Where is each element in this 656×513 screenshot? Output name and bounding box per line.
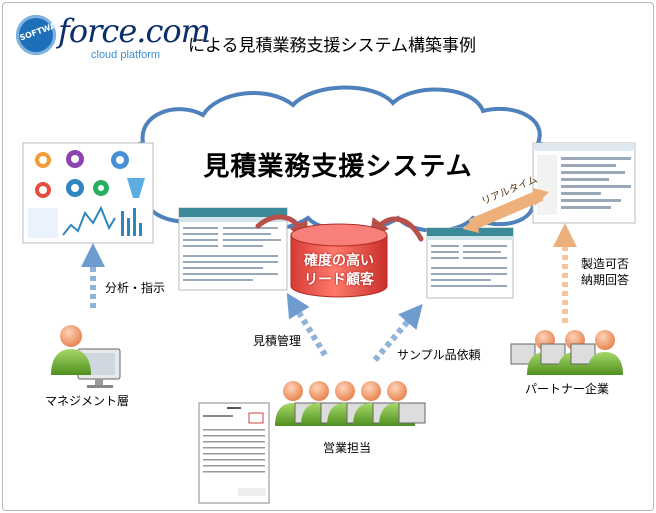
partner-team	[510, 330, 623, 375]
sales-label: 営業担当	[323, 441, 372, 455]
database-label-line2: リード顧客	[304, 272, 374, 288]
diagram-artwork	[22, 85, 636, 504]
database-label-line1: 確度の高い	[304, 253, 374, 269]
sample-screenshot	[426, 227, 514, 299]
sales-team	[275, 381, 426, 426]
cloud-title: 見積業務支援システム	[203, 152, 473, 182]
software-badge-logo: SOFTWARE	[16, 15, 68, 55]
dashboard-screenshot	[22, 142, 154, 244]
partner-label: パートナー企業	[525, 382, 610, 396]
manufacturing-label-line1: 製造可否	[581, 257, 630, 271]
blue-arrows	[81, 243, 423, 362]
database-cylinder	[290, 223, 388, 298]
page-title: による見積業務支援システム構築事例	[188, 36, 476, 56]
manufacturing-label-line2: 納期回答	[581, 273, 630, 287]
management-label: マネジメント層	[45, 394, 130, 408]
database-label: 確度の高い リード顧客	[289, 252, 389, 290]
estimate-document	[198, 402, 270, 504]
estimate-mgmt-label: 見積管理	[253, 334, 302, 348]
brand-name: force.com	[58, 12, 211, 50]
partner-screenshot	[532, 142, 636, 224]
brand-subtitle: cloud platform	[91, 49, 161, 61]
management-person	[51, 325, 121, 388]
analysis-label: 分析・指示	[105, 281, 166, 295]
sample-request-label: サンプル品依頼	[397, 348, 481, 362]
realtime-arrow	[463, 188, 549, 233]
